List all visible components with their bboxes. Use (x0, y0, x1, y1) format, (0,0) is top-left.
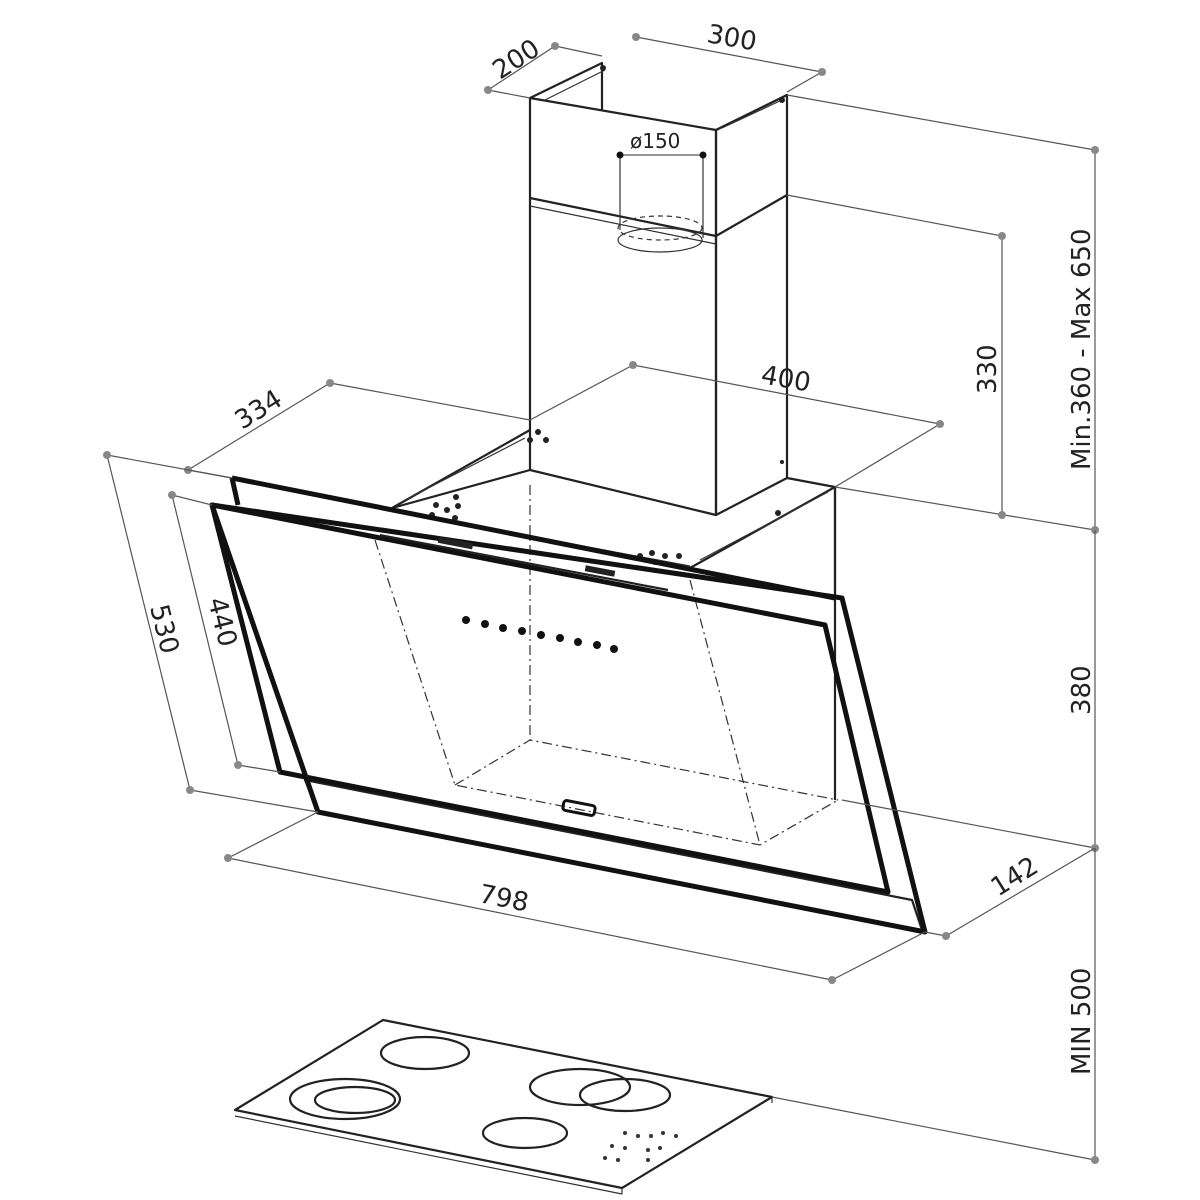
hood-body (303, 429, 924, 932)
label-top-depth: 334 (230, 384, 288, 436)
label-hood-height: 380 (1067, 665, 1097, 715)
cooktop (233, 1018, 774, 1195)
label-chimney-lower: 330 (973, 344, 1003, 394)
chimney (528, 61, 789, 517)
dimension-labels: 200 300 ø150 Min.360 - Max 650 330 400 3… (143, 19, 1097, 1075)
label-duct-diameter: ø150 (630, 129, 680, 153)
dimension-lines (103, 33, 1099, 1164)
label-duct-depth: 200 (487, 34, 545, 86)
label-width: 798 (477, 879, 531, 918)
control-buttons (462, 616, 618, 653)
label-min-clearance: MIN 500 (1067, 968, 1097, 1075)
label-chimney-range: Min.360 - Max 650 (1067, 228, 1097, 470)
label-canopy-depth: 400 (759, 360, 813, 398)
label-glass-height-outer: 530 (143, 601, 184, 656)
glass-panel (209, 475, 928, 935)
